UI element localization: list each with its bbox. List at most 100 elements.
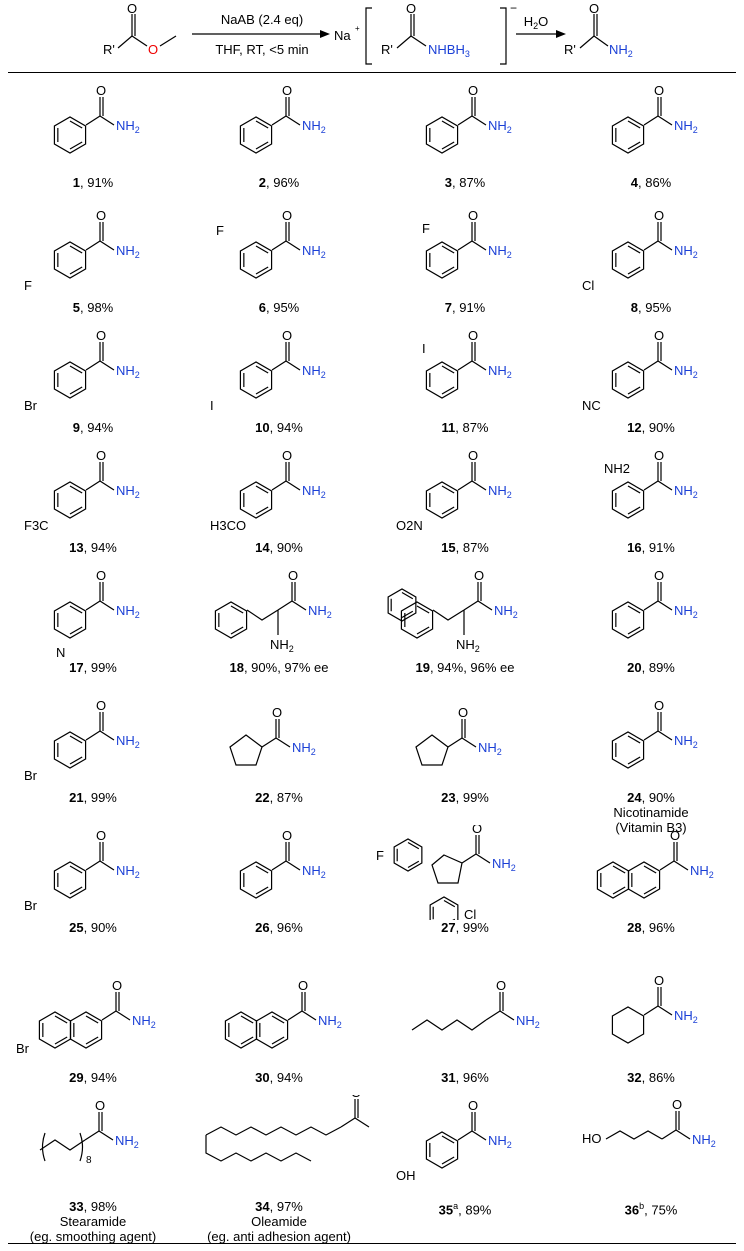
svg-text:Br: Br (16, 1041, 30, 1056)
svg-text:O: O (96, 568, 106, 583)
svg-text:NH2: NH2 (318, 1013, 342, 1030)
svg-text:O: O (272, 705, 282, 720)
compound-yield: , 95% (265, 300, 300, 315)
svg-text:NH2: NH2 (132, 1013, 156, 1030)
compound-number: 2 (258, 175, 266, 190)
compound-note: (eg. smoothing agent) (29, 1229, 157, 1244)
svg-text:O: O (496, 978, 506, 993)
svg-text:F: F (376, 848, 384, 863)
compound-number: 30 (255, 1070, 270, 1085)
svg-text:O: O (474, 568, 484, 583)
compound-caption: 7, 91% (372, 300, 558, 315)
svg-text:N: N (56, 645, 65, 660)
intermediate-structure (396, 14, 427, 49)
compound-caption: 36b, 75% (558, 1199, 744, 1217)
svg-text:O: O (468, 83, 478, 98)
compound-number: 32 (627, 1070, 642, 1085)
compound-yield: , 99% (455, 920, 489, 935)
compound-number: 6 (258, 300, 266, 315)
compound-yield: , 95% (637, 300, 672, 315)
compound-number: 27 (441, 920, 456, 935)
plus-charge: + (355, 24, 360, 33)
compound-number: 31 (441, 1070, 456, 1085)
compound-number: 29 (69, 1070, 84, 1085)
compound-yield: , 90% (269, 540, 303, 555)
compound-yield: , 90% (641, 790, 675, 805)
compound-yield: , 87% (455, 420, 489, 435)
bottom-divider (8, 1243, 736, 1244)
svg-text:NH2: NH2 (488, 118, 512, 135)
svg-text:O: O (96, 328, 106, 343)
svg-text:O: O (298, 978, 308, 993)
compound-note: Stearamide (59, 1214, 127, 1229)
compound-yield: , 96% (269, 920, 303, 935)
compound-yield: , 87% (269, 790, 303, 805)
svg-text:NH2: NH2 (302, 118, 326, 135)
compound-number: 22 (255, 790, 270, 805)
compound-yield: , 98% (79, 300, 114, 315)
svg-text:NC: NC (582, 398, 601, 413)
compound-caption: 14, 90% (186, 540, 372, 555)
svg-text:O: O (654, 208, 664, 223)
svg-text:O: O (95, 1098, 105, 1113)
minus-charge: − (510, 1, 517, 15)
svg-text:NH2: NH2 (116, 118, 140, 135)
footnote-marker: a (453, 1201, 459, 1211)
svg-text:NH2: NH2 (674, 483, 698, 500)
compound-caption: 9, 94% (0, 420, 186, 435)
compound-yield: , 98% (83, 1199, 117, 1214)
compound-yield: , 94%, 96% ee (429, 660, 515, 675)
compound-number: 13 (69, 540, 84, 555)
compound-yield: , 87% (451, 175, 486, 190)
svg-text:NH2: NH2 (690, 863, 714, 880)
compound-caption: 27, 99% (372, 920, 558, 935)
svg-text:O: O (654, 698, 664, 713)
compound-caption: 34, 97% (186, 1199, 372, 1214)
compound-yield: , 99% (83, 660, 117, 675)
compound-yield: , 89% (458, 1202, 492, 1218)
compound-yield: , 89% (641, 660, 675, 675)
water-label: H2O (524, 14, 549, 31)
compound-yield: , 90% (641, 420, 675, 435)
svg-text:O: O (654, 83, 664, 98)
compound-caption: 22, 87% (186, 790, 372, 805)
top-divider (8, 72, 736, 73)
svg-text:NH2: NH2 (302, 363, 326, 380)
compound-caption: 5, 98% (0, 300, 186, 315)
svg-text:O: O (468, 448, 478, 463)
compound-caption: 11, 87% (372, 420, 558, 435)
compound-caption: 3, 87% (372, 175, 558, 190)
compound-structure: O NH2 (425, 83, 512, 154)
compound-yield: , 75% (644, 1202, 678, 1218)
svg-text:NH2: NH2 (371, 1120, 372, 1137)
svg-text:NH2: NH2 (116, 483, 140, 500)
compound-caption: 35a, 89% (372, 1199, 558, 1217)
svg-text:O: O (654, 568, 664, 583)
svg-text:NH2: NH2 (478, 740, 502, 757)
svg-text:NH2: NH2 (270, 637, 294, 654)
svg-text:O: O (96, 208, 106, 223)
svg-text:NH2: NH2 (116, 363, 140, 380)
compound-yield: , 94% (269, 420, 303, 435)
compound-yield: , 96% (265, 175, 300, 190)
compound-note: Nicotinamide (613, 805, 689, 820)
svg-text:O: O (282, 328, 292, 343)
nhbh3-label: NHBH3 (428, 42, 470, 59)
